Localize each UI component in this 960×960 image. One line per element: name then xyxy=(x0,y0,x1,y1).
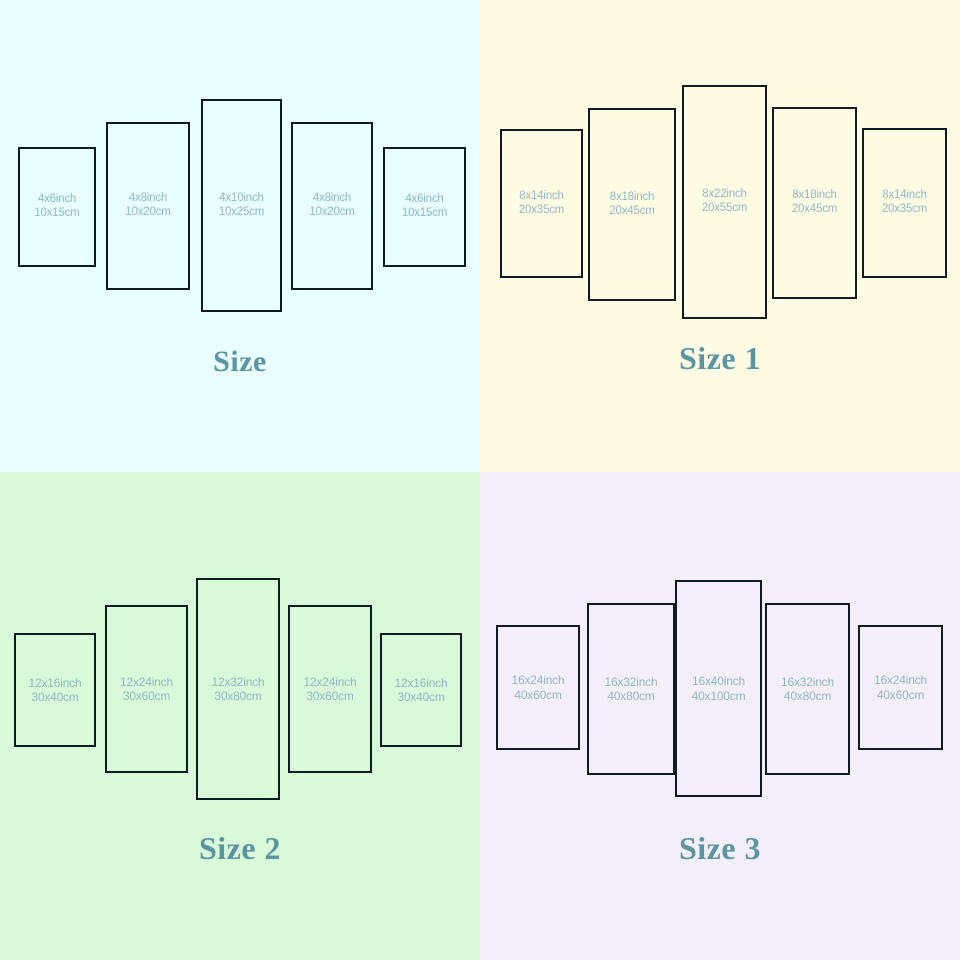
panel-size-cm: 30x40cm xyxy=(31,690,79,704)
panel-size-inch: 12x32inch xyxy=(211,674,265,689)
panel-size-inch: 8x14inch xyxy=(519,189,564,202)
panel-size-inch: 8x22inch xyxy=(702,188,747,201)
panel-size-cm: 20x55cm xyxy=(701,202,748,214)
panel-size-cm: 10x20cm xyxy=(125,206,171,218)
panel-size-inch: 12x16inch xyxy=(394,675,448,690)
panel-size-cm: 30x60cm xyxy=(122,689,171,703)
panel-size-inch: 12x24inch xyxy=(120,674,173,689)
panel-size-cm: 40x60cm xyxy=(514,687,562,702)
panel-size-cm: 20x45cm xyxy=(791,203,838,215)
panel-size-cm: 40x80cm xyxy=(607,689,655,703)
panel-size-inch: 4x6inch xyxy=(37,193,77,206)
panel-size-inch: 8x14inch xyxy=(882,189,927,202)
quadrant-title-size: Size xyxy=(213,345,267,378)
panel-size-cm: 30x60cm xyxy=(306,689,354,703)
panel-size-inch: 16x24inch xyxy=(511,673,565,688)
panel-size-cm: 40x60cm xyxy=(876,687,925,702)
panel-size-inch: 4x10inch xyxy=(219,191,264,204)
panel-size-inch: 16x32inch xyxy=(604,674,658,689)
quadrant-title-size-2: Size 2 xyxy=(198,830,282,866)
panel-size-cm: 40x80cm xyxy=(783,689,832,703)
quadrant-title-size-3: Size 3 xyxy=(678,830,762,866)
panel-size-cm: 20x35cm xyxy=(881,203,928,215)
panel-size-inch: 12x16inch xyxy=(28,675,82,690)
panel-size-cm: 10x15cm xyxy=(401,207,448,219)
panel-size-inch: 4x8inch xyxy=(312,192,352,205)
panel-size-cm: 40x100cm xyxy=(691,688,746,703)
panel-size-inch: 4x8inch xyxy=(128,192,168,205)
panel-size-inch: 16x32inch xyxy=(781,674,834,689)
quadrant-title-size-1: Size 1 xyxy=(678,340,762,376)
panel-size-cm: 10x25cm xyxy=(218,205,265,218)
panel-size-cm: 30x80cm xyxy=(214,689,262,703)
panel-size-cm: 20x35cm xyxy=(518,203,565,216)
panel-size-inch: 16x40inch xyxy=(692,674,745,689)
panel-size-inch: 8x18inch xyxy=(609,190,655,203)
panel-size-cm: 10x15cm xyxy=(34,207,80,219)
panel-size-cm: 20x45cm xyxy=(609,204,655,217)
panel-size-inch: 4x6inch xyxy=(405,193,444,206)
panel-size-inch: 16x24inch xyxy=(874,673,927,688)
panel-size-cm: 30x40cm xyxy=(397,690,445,704)
panel-size-cm: 10x20cm xyxy=(309,206,355,218)
panel-size-inch: 8x18inch xyxy=(792,189,837,202)
panel-size-inch: 12x24inch xyxy=(303,674,357,689)
